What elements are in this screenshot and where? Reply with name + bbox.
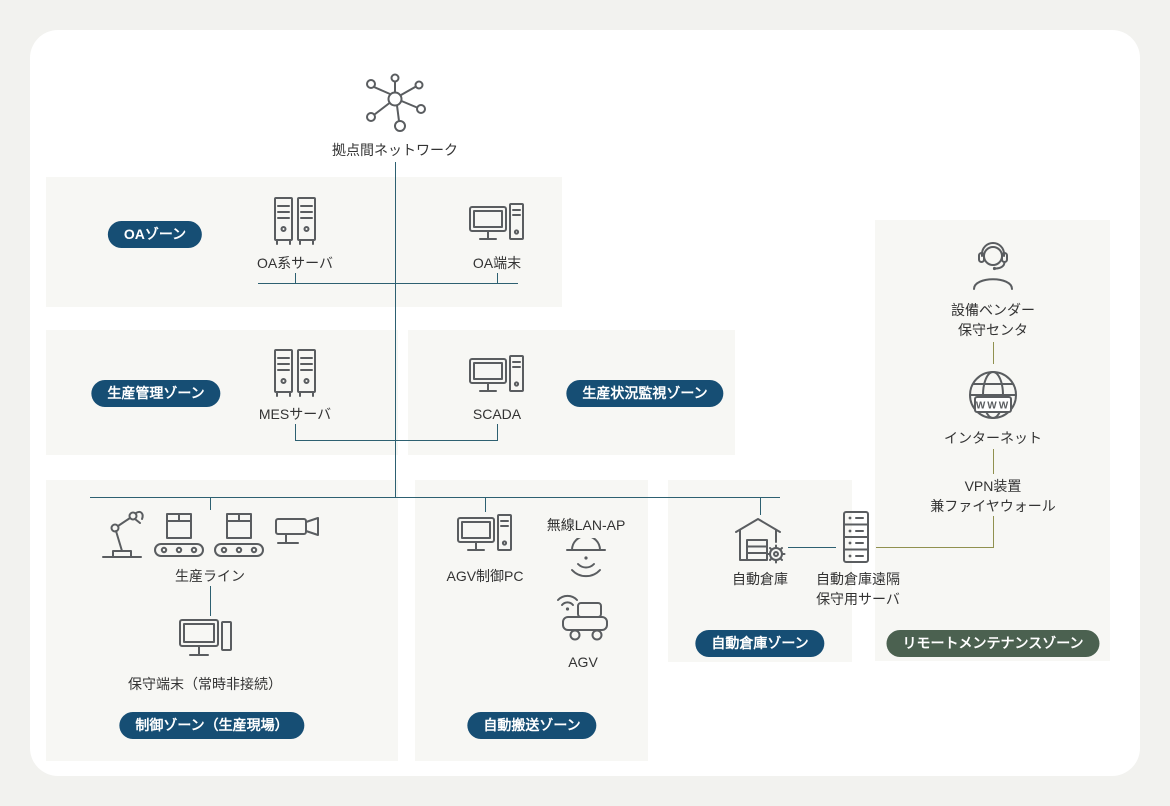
maintenance-terminal-icon [177,616,233,664]
warehouse-remote-server-label-line1: 自動倉庫遠隔 [816,571,900,587]
internet-vpn-link-line [993,449,994,474]
conveyor-icon [151,511,207,561]
production-line-stub-line [210,497,211,510]
scada-stub-line [497,424,498,441]
oa-terminal-label: OA端末 [472,255,522,271]
inter-site-network-icon [359,72,427,136]
internet-label: インターネット [944,430,1042,446]
scada-label: SCADA [472,406,522,422]
warehouse-remote-server-label-line2: 保守用サーバ [816,591,900,608]
agv-control-pc-icon [456,512,514,558]
vpn-firewall-label-line1: VPN装置 [964,478,1022,494]
transport-badge: 自動搬送ゾーン [467,712,597,739]
warehouse-badge: 自動倉庫ゾーン [695,630,825,657]
vendor-internet-link-line [993,342,994,364]
vendor-support-label-line2: 保守センタ [958,322,1028,339]
agv-control-pc-label: AGV制御PC [446,568,524,584]
zone-remote-maintenance [875,220,1110,661]
internet-globe-icon: WWW [964,366,1022,424]
mes-stub-line [295,424,296,441]
oa-server-label: OA系サーバ [256,255,334,271]
robot-arm-icon [99,507,145,561]
conveyor-icon [211,511,267,561]
mes-server-label: MESサーバ [258,406,332,422]
server-vpn-link-line [876,547,993,548]
control-badge: 制御ゾーン（生産現場） [119,712,305,739]
camera-icon [272,513,322,553]
maintenance-terminal-label: 保守端末（常時非接続） [128,676,282,692]
warehouse-label: 自動倉庫 [732,571,788,587]
mes-scada-bus-line [295,440,497,441]
zone-oa-badge: OAゾーン [107,221,203,248]
agv-label: AGV [568,654,598,670]
monitoring-badge: 生産状況監視ゾーン [566,380,724,407]
oa-server-stub-line [295,273,296,284]
maintenance-terminal-link-line [210,586,211,616]
warehouse-server-link-line [788,547,836,548]
production-mgmt-badge: 生産管理ゾーン [91,380,221,407]
oa-bus-line [258,283,518,284]
wireless-ap-label: 無線LAN-AP [546,517,626,533]
agv-pc-stub-line [485,497,486,512]
warehouse-remote-server-label: 自動倉庫遠隔 保守用サーバ [816,569,900,610]
vpn-firewall-label: VPN装置 兼ファイヤウォール [930,476,1056,517]
trunk-connector-line [395,162,396,497]
oa-server-icon [268,195,322,249]
warehouse-remote-server-icon [836,510,876,568]
www-text: WWW [976,401,1010,412]
warehouse-stub-line [760,497,761,515]
vendor-support-label-line1: 設備ベンダー [951,302,1035,318]
vpn-firewall-label-line2: 兼ファイヤウォール [930,498,1056,515]
oa-terminal-stub-line [497,273,498,284]
production-line-label: 生産ライン [175,568,245,584]
vendor-support-headset-icon [965,238,1021,292]
control-bus-line [90,497,780,498]
remote-maintenance-badge: リモートメンテナンスゾーン [886,630,1100,657]
wireless-ap-icon [562,538,610,584]
mes-server-icon [268,347,322,401]
warehouse-icon [732,515,788,567]
vendor-support-label: 設備ベンダー 保守センタ [951,300,1035,341]
agv-icon [551,592,615,646]
inter-site-network-label: 拠点間ネットワーク [332,142,458,158]
scada-icon [468,353,526,399]
vpn-down-link-line [993,516,994,548]
oa-terminal-icon [468,201,526,247]
